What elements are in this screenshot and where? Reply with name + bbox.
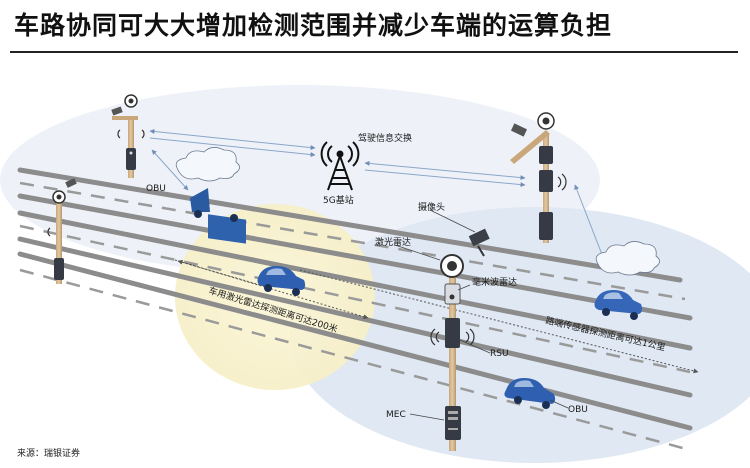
mec-label: MEC — [386, 410, 406, 420]
lidar-label: 激光雷达 — [375, 236, 411, 248]
obu-left-label: OBU — [146, 184, 166, 194]
camera-label: 摄像头 — [418, 201, 445, 213]
rsu-label: RSU — [490, 349, 509, 359]
mmwave-radar-label: 毫米波雷达 — [472, 276, 517, 288]
obu-right-label: OBU — [568, 405, 588, 415]
v2x-exchange-label: 驾驶信息交换 — [358, 132, 412, 144]
base-station-label: 5G基站 — [323, 194, 354, 206]
source-note: 来源：瑞银证券 — [17, 446, 80, 459]
